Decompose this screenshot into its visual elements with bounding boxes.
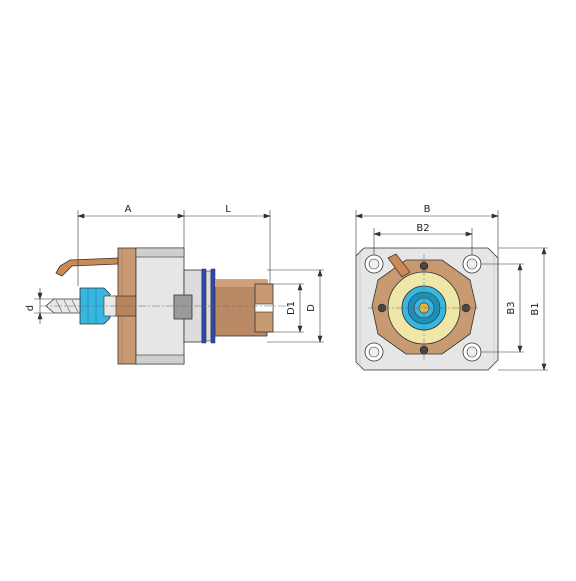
front-dimensions xyxy=(355,210,548,371)
coolant-fitting xyxy=(387,253,411,278)
mount-hole-bottom-right xyxy=(462,342,482,362)
dim-label-d: d xyxy=(25,305,36,311)
dim-label-B1: B1 xyxy=(530,302,541,315)
mount-hole-bottom-left xyxy=(364,342,384,362)
front-view xyxy=(355,247,499,371)
collet-nut xyxy=(79,287,111,325)
side-view xyxy=(40,247,290,365)
dim-label-A: A xyxy=(125,204,132,215)
dim-label-B3: B3 xyxy=(506,301,517,314)
mount-hole-top-left xyxy=(364,254,384,274)
dim-label-B: B xyxy=(424,204,431,215)
dim-label-D: D xyxy=(306,304,317,312)
shank-slot xyxy=(254,303,274,313)
mount-hole-top-right xyxy=(462,254,482,274)
dim-label-L: L xyxy=(225,204,231,215)
side-dimensions xyxy=(34,210,324,343)
dim-label-D1: D1 xyxy=(286,301,297,315)
dim-label-B2: B2 xyxy=(416,223,429,234)
key-block xyxy=(173,294,193,320)
coolant-pipe xyxy=(55,257,119,277)
